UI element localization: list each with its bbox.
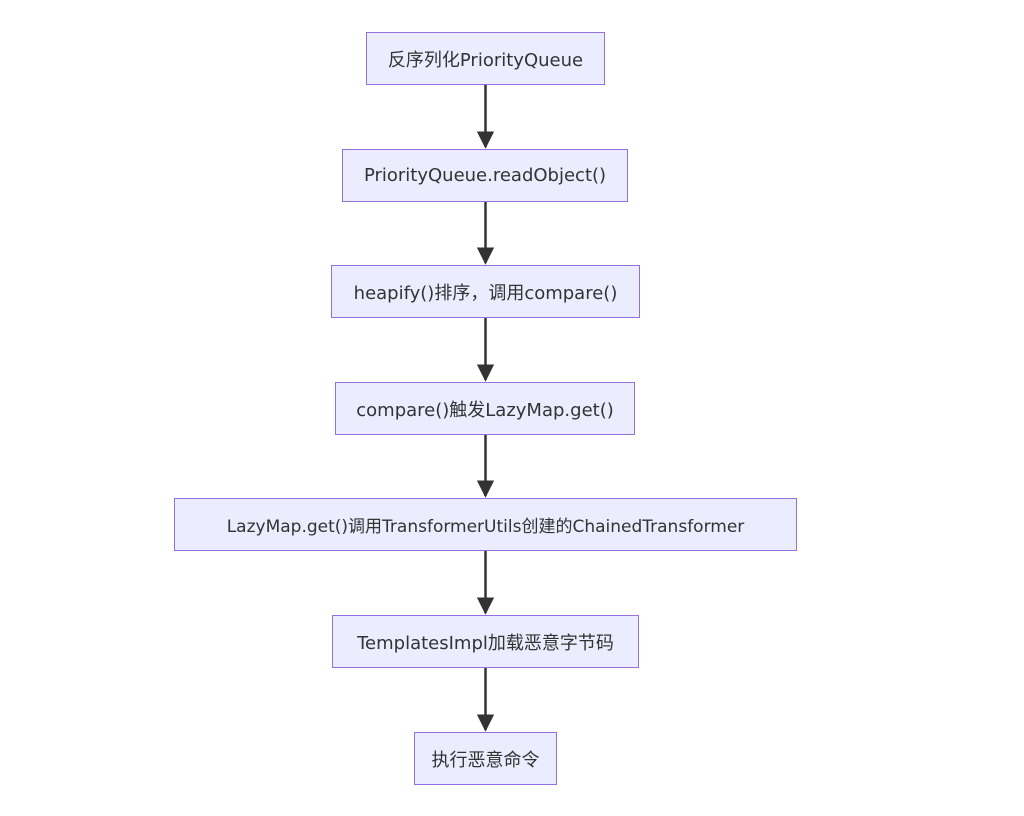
- node-execute-command: 执行恶意命令: [414, 732, 557, 785]
- node-templatesimpl-bytecode: TemplatesImpl加载恶意字节码: [332, 615, 639, 668]
- node-compare-trigger-lazymap: compare()触发LazyMap.get(): [335, 382, 635, 435]
- node-heapify-compare: heapify()排序，调用compare(): [331, 265, 640, 318]
- node-deserialize-priorityqueue: 反序列化PriorityQueue: [366, 32, 605, 85]
- node-lazymap-chainedtransformer: LazyMap.get()调用TransformerUtils创建的Chaine…: [174, 498, 797, 551]
- node-readobject: PriorityQueue.readObject(): [342, 149, 628, 202]
